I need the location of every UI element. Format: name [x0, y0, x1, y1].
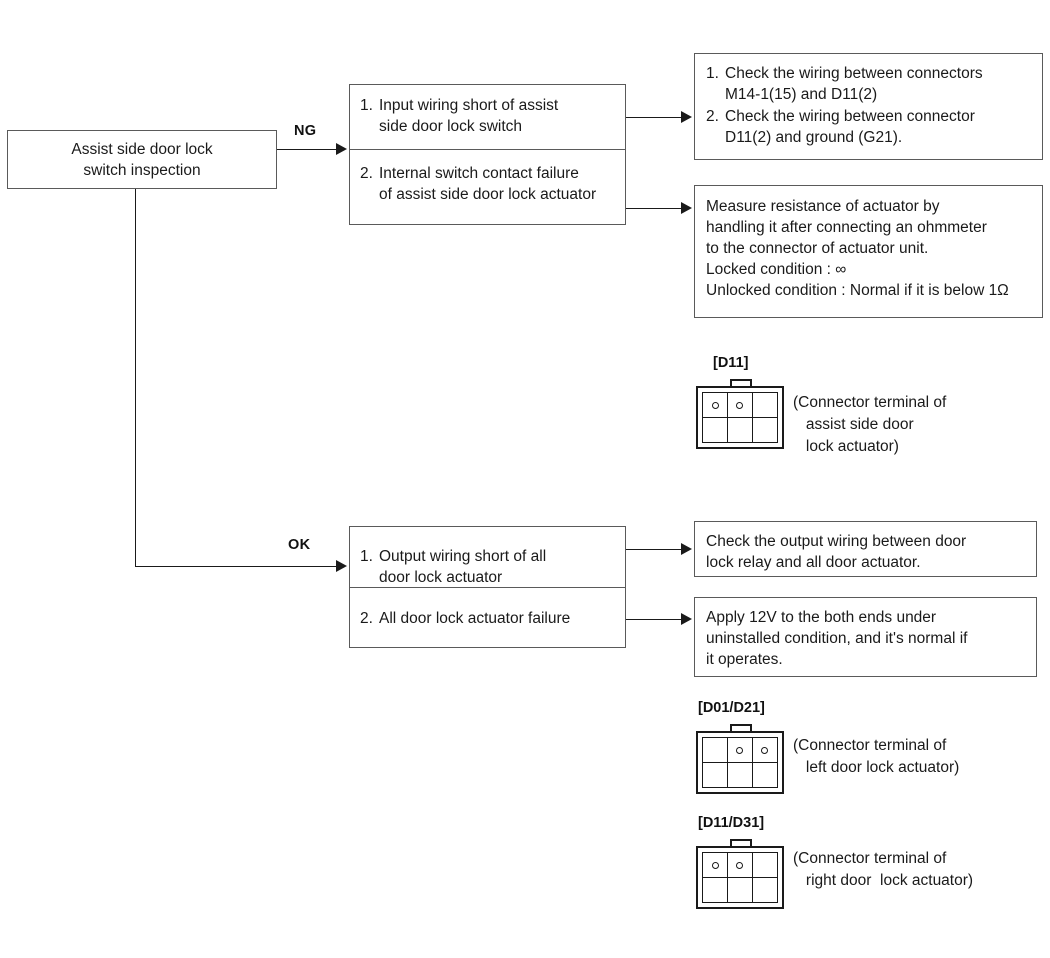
ok-cause-box-divider — [350, 587, 625, 588]
start-box-cell: Assist side door lock switch inspection — [8, 131, 276, 188]
ok-action-box-1-text: Check the output wiring between door loc… — [706, 533, 967, 571]
ng-cause-item-2-number: 2. — [360, 165, 373, 182]
ok-edge-arrowhead — [336, 560, 347, 572]
connector-3-cell-3 — [751, 852, 778, 879]
connector-3-caption: (Connector terminal of right door lock a… — [793, 850, 974, 889]
ok-edge-label: OK — [288, 537, 311, 553]
ng-edge-line — [277, 149, 337, 150]
ok-cause-item-1-number: 1. — [360, 548, 373, 565]
connector-3-tab-icon — [730, 839, 752, 848]
ok-action-1-line — [626, 549, 682, 550]
connector-1-cell-2 — [727, 392, 753, 419]
connector-2-cell-3 — [751, 737, 778, 764]
ng-action-1-item-1: 1. Check the wiring between connectors M… — [706, 63, 1036, 105]
ng-action-1-item-1-text: Check the wiring between connectors M14-… — [725, 65, 983, 103]
ng-cause-item-2-text: Internal switch contact failure of assis… — [379, 165, 597, 203]
ok-cause-box — [349, 526, 626, 648]
connector-2-cell-4 — [702, 761, 729, 788]
ok-action-2-line — [626, 619, 682, 620]
ok-cause-item-1: 1. Output wiring short of all door lock … — [360, 546, 618, 588]
connector-2-caption: (Connector terminal of left door lock ac… — [793, 737, 960, 776]
connector-2-tab-icon — [730, 724, 752, 733]
start-box: Assist side door lock switch inspection — [7, 130, 277, 189]
connector-1-body-icon — [696, 386, 784, 449]
connector-1-pictogram — [696, 379, 784, 449]
connector-3-body-icon — [696, 846, 784, 909]
start-box-label: Assist side door lock switch inspection — [71, 140, 213, 179]
connector-2-body-icon — [696, 731, 784, 794]
pin-icon — [761, 746, 769, 754]
ng-action-box-1 — [694, 53, 1043, 160]
ng-action-1-arrowhead — [681, 111, 692, 123]
connector-3-pictogram — [696, 839, 784, 909]
ng-action-2-line — [626, 208, 682, 209]
connector-3-cell-6 — [751, 876, 778, 903]
connector-1-cell-5 — [727, 416, 753, 443]
connector-1-cell-3 — [751, 392, 778, 419]
pin-icon — [736, 401, 744, 409]
connector-1-cell-1 — [702, 392, 729, 419]
ok-edge-vertical — [135, 189, 136, 567]
connector-2-pin-grid — [702, 737, 778, 788]
ng-action-1-item-2-number: 2. — [706, 108, 719, 125]
connector-1-cell-6 — [751, 416, 778, 443]
connector-1-pin-grid — [702, 392, 778, 443]
ng-action-1-item-2-text: Check the wiring between connector D11(2… — [725, 108, 975, 146]
connector-3-pin-grid — [702, 852, 778, 903]
ng-cause-box — [349, 84, 626, 225]
connector-2-cell-6 — [751, 761, 778, 788]
ng-cause-item-1-text: Input wiring short of assist side door l… — [379, 97, 559, 135]
ok-action-1-arrowhead — [681, 543, 692, 555]
connector-2-pictogram — [696, 724, 784, 794]
ok-cause-item-2-number: 2. — [360, 610, 373, 627]
connector-1-caption: (Connector terminal of assist side door … — [793, 394, 947, 455]
connector-3-cell-2 — [727, 852, 753, 879]
ng-action-box-2-text: Measure resistance of actuator by handli… — [706, 198, 1009, 299]
ng-action-1-item-2: 2. Check the wiring between connector D1… — [706, 106, 1036, 148]
ng-cause-box-divider — [350, 149, 625, 150]
ok-action-2-arrowhead — [681, 613, 692, 625]
connector-2-cell-5 — [727, 761, 753, 788]
connector-2-tag: [D01/D21] — [698, 700, 765, 716]
connector-3-cell-4 — [702, 876, 729, 903]
connector-1-tag: [D11] — [713, 355, 749, 371]
ok-action-box-1 — [694, 521, 1037, 577]
connector-3-cell-5 — [727, 876, 753, 903]
pin-icon — [711, 401, 719, 409]
connector-1-tab-icon — [730, 379, 752, 388]
ok-cause-item-1-text: Output wiring short of all door lock act… — [379, 548, 547, 586]
ok-cause-item-2: 2. All door lock actuator failure — [360, 608, 618, 629]
ng-action-1-item-1-number: 1. — [706, 65, 719, 82]
ng-action-1-line — [626, 117, 682, 118]
connector-3-cell-1 — [702, 852, 729, 879]
ng-cause-item-1-number: 1. — [360, 97, 373, 114]
ok-action-box-2 — [694, 597, 1037, 677]
ng-action-box-2 — [694, 185, 1043, 318]
ok-cause-item-2-text: All door lock actuator failure — [379, 610, 571, 627]
connector-2-cell-1 — [702, 737, 729, 764]
pin-icon — [711, 861, 719, 869]
ng-edge-arrowhead — [336, 143, 347, 155]
ok-action-box-2-text: Apply 12V to the both ends under uninsta… — [706, 609, 968, 668]
ok-edge-horizontal — [135, 566, 337, 567]
connector-2-cell-2 — [727, 737, 753, 764]
ng-edge-label: NG — [294, 123, 317, 139]
ng-cause-item-1: 1. Input wiring short of assist side doo… — [360, 95, 618, 137]
pin-icon — [736, 861, 744, 869]
pin-icon — [736, 746, 744, 754]
connector-1-cell-4 — [702, 416, 729, 443]
connector-3-tag: [D11/D31] — [698, 815, 765, 831]
ng-action-2-arrowhead — [681, 202, 692, 214]
ng-cause-item-2: 2. Internal switch contact failure of as… — [360, 163, 618, 205]
